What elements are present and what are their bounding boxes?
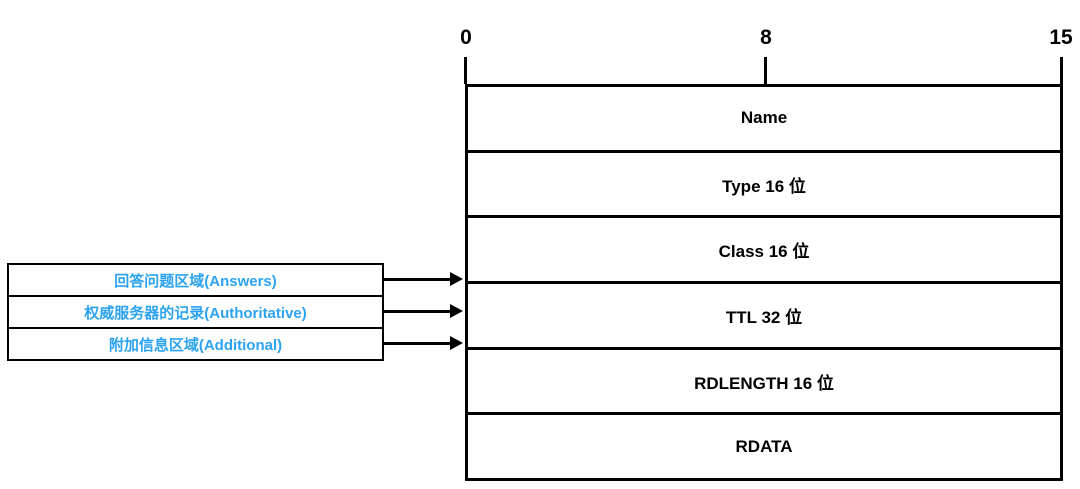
field-row-ttl: TTL 32 位 bbox=[468, 284, 1060, 350]
section-box-additional: 附加信息区域(Additional) bbox=[108, 336, 283, 354]
bit-label-8: 8 bbox=[760, 26, 772, 49]
section-box-group: 回答问题区域(Answers) 权威服务器的记录(Authoritative) … bbox=[7, 263, 384, 361]
arrow-answers bbox=[384, 272, 463, 286]
arrow-line bbox=[384, 309, 451, 313]
arrow-head-icon bbox=[450, 336, 463, 350]
arrow-head-icon bbox=[450, 304, 463, 318]
field-row-class: Class 16 位 bbox=[468, 218, 1060, 285]
arrow-additional bbox=[384, 336, 463, 350]
section-box-answers: 回答问题区域(Answers) bbox=[9, 265, 382, 297]
field-row-name: Name bbox=[468, 87, 1060, 153]
record-field-table: Name Type 16 位 Class 16 位 TTL 32 位 RDLEN… bbox=[465, 84, 1063, 481]
arrow-authoritative bbox=[384, 304, 463, 318]
section-box-authoritative: 权威服务器的记录(Authoritative) bbox=[9, 297, 382, 329]
field-row-rdata: RDATA bbox=[735, 436, 793, 456]
bit-tick-0 bbox=[464, 57, 467, 84]
field-row-rdlength: RDLENGTH 16 位 bbox=[468, 350, 1060, 416]
bit-tick-15 bbox=[1060, 57, 1063, 84]
arrow-head-icon bbox=[450, 272, 463, 286]
arrow-line bbox=[384, 277, 451, 281]
field-row-type: Type 16 位 bbox=[468, 153, 1060, 219]
bit-label-0: 0 bbox=[460, 26, 472, 49]
bit-label-15: 15 bbox=[1049, 26, 1073, 49]
bit-tick-8 bbox=[764, 57, 767, 84]
arrow-line bbox=[384, 341, 451, 345]
